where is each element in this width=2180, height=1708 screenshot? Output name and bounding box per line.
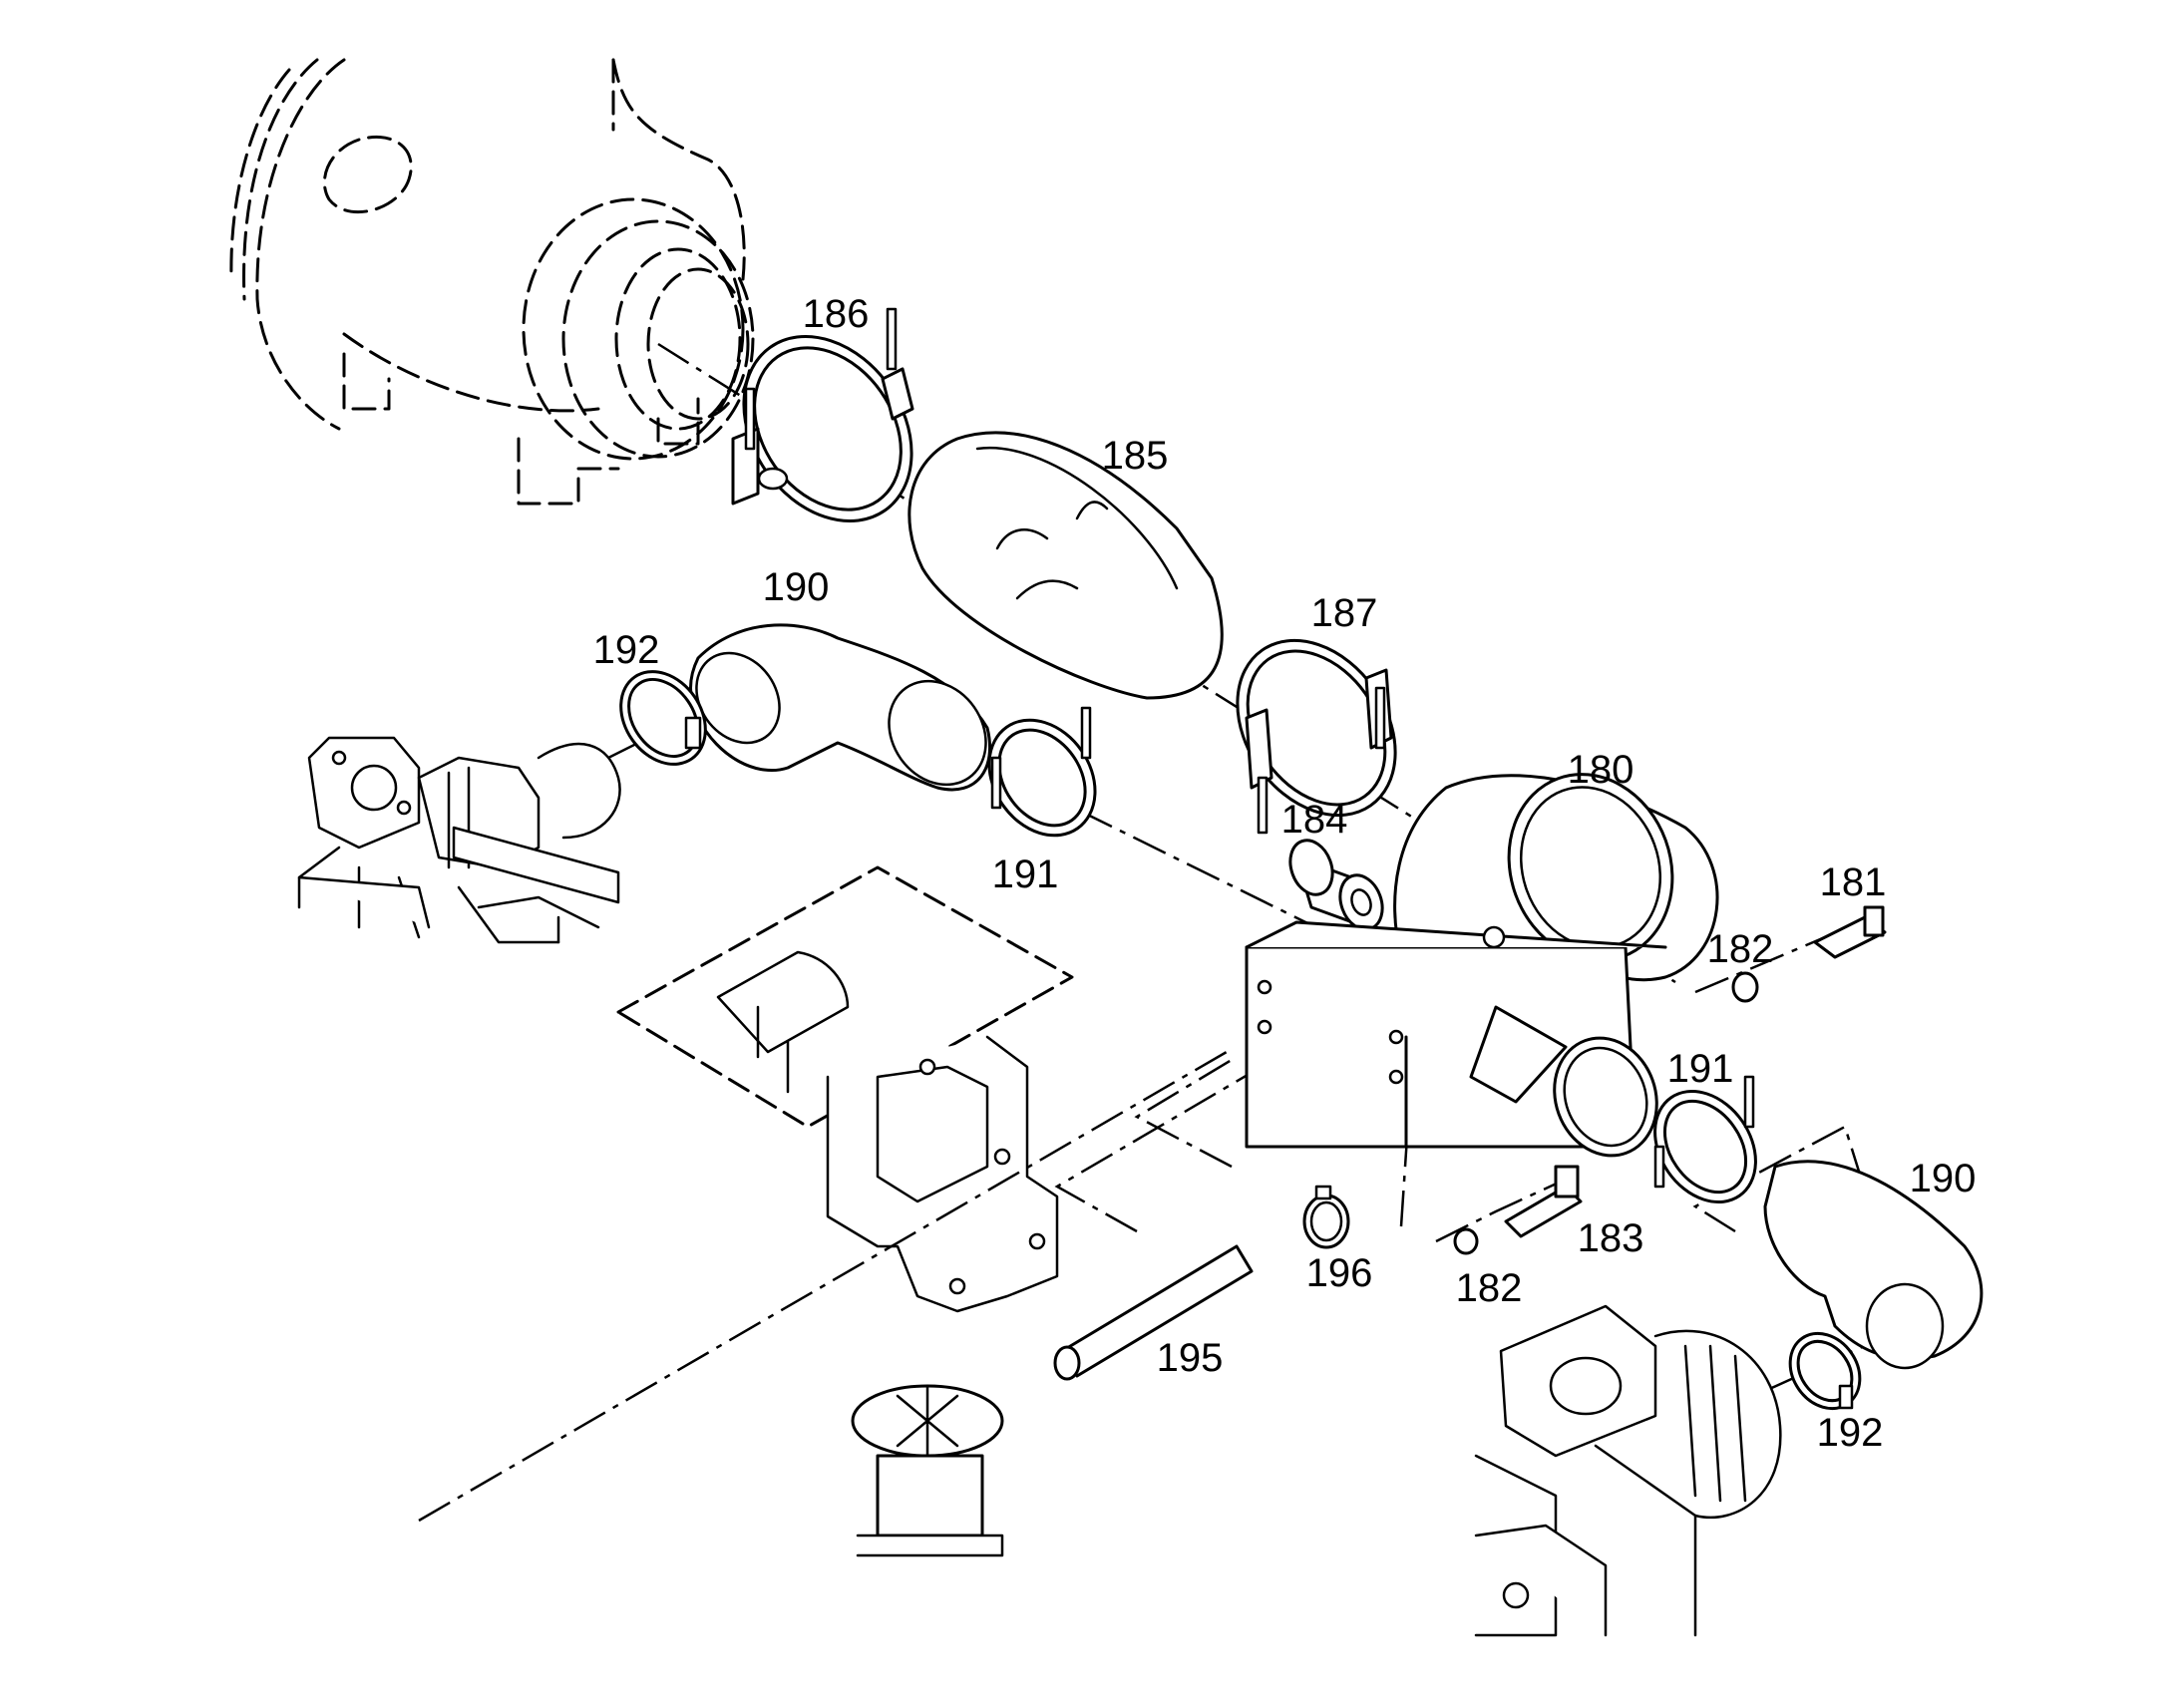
callout-183: 183 xyxy=(1578,1216,1644,1260)
air-duct-185 xyxy=(908,431,1224,700)
hose-190-lower xyxy=(1763,1160,1984,1370)
engine-right-ghost xyxy=(1474,1304,1782,1637)
callout-190-upper: 190 xyxy=(763,565,830,609)
engine-left-ghost xyxy=(297,736,621,944)
bolt-181-assembly xyxy=(1731,905,1887,1003)
callout-187: 187 xyxy=(1311,591,1378,635)
clamp-187 xyxy=(1236,638,1397,835)
sleeve-184 xyxy=(1288,839,1384,931)
clamp-191-upper xyxy=(987,706,1097,838)
callout-196: 196 xyxy=(1306,1251,1373,1295)
callouts: 186 185 190 192 187 191 180 184 181 182 … xyxy=(593,292,1977,1455)
callout-192-lower: 192 xyxy=(1817,1411,1884,1455)
bolt-183-assembly xyxy=(1453,1165,1583,1255)
callout-192-upper: 192 xyxy=(593,628,660,672)
hose-190-upper xyxy=(689,623,992,792)
callout-191-lower: 191 xyxy=(1667,1047,1734,1091)
callout-181: 181 xyxy=(1820,860,1887,904)
callout-185: 185 xyxy=(1102,434,1169,478)
callout-184: 184 xyxy=(1281,798,1348,842)
callout-180: 180 xyxy=(1568,748,1635,792)
clamp-192-lower xyxy=(1788,1331,1862,1411)
clamp-192-upper xyxy=(619,670,707,766)
callout-182-lower: 182 xyxy=(1456,1266,1523,1310)
air-filter-housing-ghost xyxy=(229,58,755,506)
callout-186: 186 xyxy=(803,292,870,336)
callout-190-lower: 190 xyxy=(1910,1157,1977,1200)
callout-182-right: 182 xyxy=(1707,927,1774,971)
clamp-191-lower xyxy=(1653,1075,1757,1204)
callout-195: 195 xyxy=(1157,1336,1224,1380)
callout-191-upper: 191 xyxy=(992,853,1059,896)
air-intake-180 xyxy=(1245,773,1719,1158)
clamp-186 xyxy=(731,307,914,523)
drain-valve-ghost xyxy=(851,1384,1004,1557)
hose-195 xyxy=(1053,1244,1254,1381)
mounting-plate-ghost xyxy=(616,865,1074,1313)
clip-196 xyxy=(1302,1185,1350,1249)
